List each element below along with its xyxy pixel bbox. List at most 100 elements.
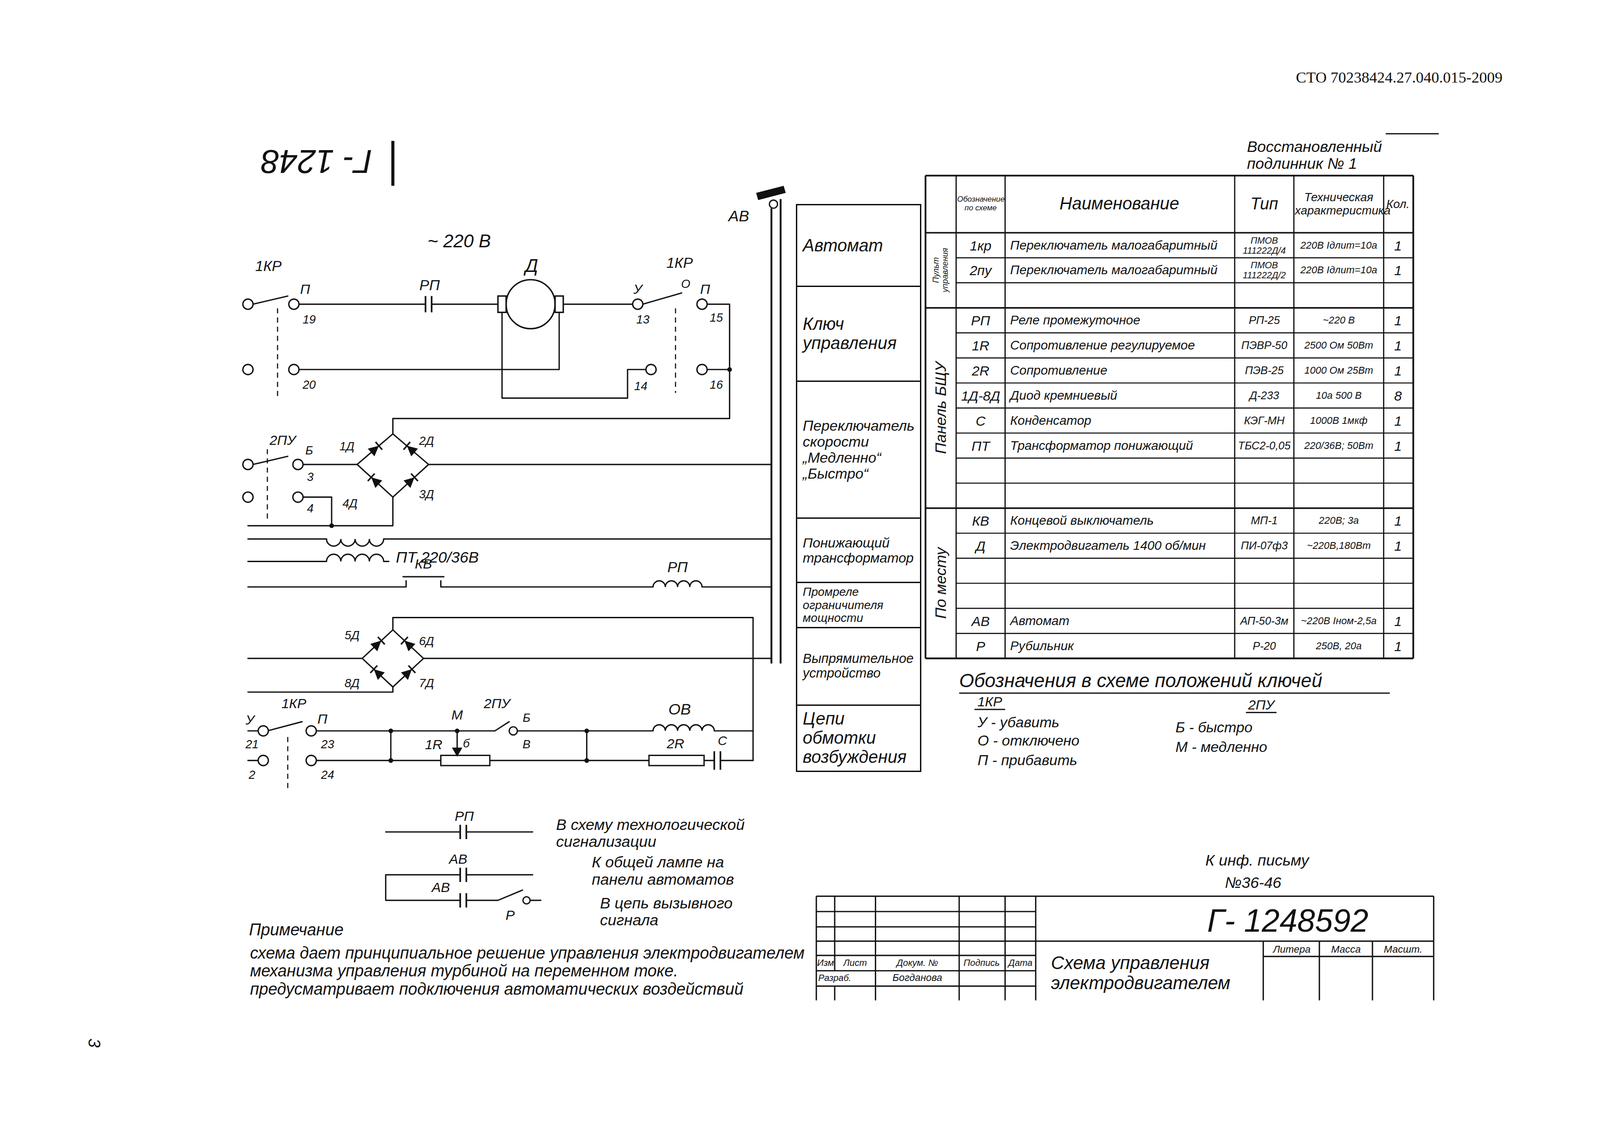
table-cell: РП-25 (1235, 314, 1293, 327)
wire (248, 456, 772, 526)
key-heading: Обозначения в схеме положений ключей (959, 670, 1323, 691)
diode-symbol (408, 665, 416, 673)
diode-bridge (357, 433, 429, 498)
table-rule (955, 582, 1413, 584)
terminal (242, 299, 253, 310)
cell-text: Выпрямительное устройство (802, 651, 915, 681)
description-cell: Промреле ограничителя мощности (795, 581, 922, 628)
table-cell: 250В, 20а (1294, 639, 1383, 651)
wire (248, 538, 772, 562)
coil-symbol (326, 554, 384, 562)
table-cell: 1кр (969, 237, 992, 253)
switch-name: Р (505, 906, 515, 922)
drawing-number: Г- 1248592 (1207, 902, 1369, 938)
key-name: 2ПУ (1247, 696, 1275, 712)
table-header: Кол. (1386, 197, 1410, 211)
table-cell: ТБС2-0,05 (1235, 439, 1293, 452)
table-cell: Сопротивление регулируемое (1010, 338, 1195, 353)
capacitor-name: С (717, 733, 728, 749)
table-rule (1382, 175, 1385, 659)
table-cell: Конденсатор (1010, 413, 1092, 428)
key-item: М - медленно (1175, 738, 1268, 755)
table-cell: АВ (971, 612, 990, 629)
resistor-symbol (452, 748, 462, 756)
wire (253, 292, 730, 434)
schematic (242, 133, 1439, 1000)
motor-symbol (498, 296, 507, 313)
page-number: 3 (84, 1038, 104, 1048)
motor-name: Д (525, 255, 539, 276)
coil-symbol (653, 580, 702, 587)
wire (385, 831, 541, 900)
table-rule (955, 482, 1413, 484)
table-rule (955, 175, 957, 659)
table-cell: Автомат (1010, 613, 1070, 628)
contact-name: РП (454, 807, 474, 823)
title-block-cell: Литера (1272, 943, 1311, 955)
contact-position: В (522, 737, 531, 751)
wire (248, 292, 772, 900)
title-block-cell: Подпись (963, 957, 1000, 968)
description-cell: Понижающий трансформатор (795, 517, 922, 583)
table-cell: ПМОВ 111222Д/4 (1235, 235, 1293, 256)
contact-position: М (451, 706, 463, 723)
table-rule (955, 282, 1413, 284)
contact-name: АВ (449, 850, 468, 866)
terminal-number: 15 (709, 310, 723, 324)
terminal (509, 726, 518, 735)
terminal (696, 299, 707, 310)
table-rule (955, 607, 1413, 609)
diode-symbol (410, 473, 418, 482)
diode-symbol (371, 477, 383, 488)
table-rule (925, 231, 1413, 234)
diode-symbol (400, 669, 412, 680)
table-cell: Д (975, 538, 986, 554)
diode-name: 8Д (344, 675, 360, 690)
note-heading: Примечание (249, 920, 344, 939)
signal-note: В цепь вызывного сигнала (600, 893, 774, 929)
title-block-rule (816, 895, 1434, 1000)
cell-text: Цепи обмотки возбуждения (802, 709, 915, 767)
slider-mark: б (462, 736, 470, 750)
table-cell: Реле промежуточное (1010, 313, 1141, 328)
terminal (288, 364, 299, 375)
title-block-cell: Богданова (892, 971, 943, 983)
reference-note: К инф. письму (1205, 851, 1310, 869)
terminal-number: 23 (321, 737, 335, 751)
table-cell: 220В Iдлит=10а (1294, 239, 1383, 251)
note-text: схема дает принципиальное решение управл… (249, 943, 810, 998)
table-cell: ПЭВР-50 (1235, 339, 1293, 352)
table-cell: Сопротивление (1010, 363, 1108, 378)
table-cell: 1 (1394, 412, 1403, 428)
diode-name: 1Д (339, 439, 355, 453)
table-cell: 1 (1394, 312, 1403, 328)
diode-symbol (370, 640, 382, 651)
terminal (306, 725, 317, 736)
terminal (769, 200, 778, 209)
junction-dot (388, 758, 394, 763)
table-header: Тип (1250, 195, 1279, 214)
cell-text: Ключ управления (802, 314, 915, 354)
document-code: СТО 70238424.27.040.015-2009 (1295, 68, 1503, 86)
diode-symbol (374, 669, 385, 680)
contact-position: П (700, 281, 711, 297)
contact-position: Б (305, 443, 313, 457)
terminal (258, 725, 269, 736)
table-cell: Рубильник (1010, 638, 1074, 653)
diode-bridge (362, 629, 424, 687)
contact-position: У (633, 281, 643, 297)
switch-name: 2ПУ (483, 695, 511, 711)
contact-position: П (300, 281, 311, 297)
contact-position: О (680, 277, 691, 291)
terminal (242, 364, 253, 375)
frame-line (1385, 133, 1439, 135)
table-cell: Д-233 (1235, 389, 1293, 402)
terminal (632, 299, 643, 310)
table-cell: 220В Iдлит=10а (1294, 264, 1383, 276)
drawing-title: Схема управления электродвигателем (1050, 952, 1261, 993)
table-cell: ~220В,180Вт (1294, 540, 1383, 551)
description-cell: Автомат (795, 203, 922, 287)
table-rule (955, 357, 1413, 359)
title-block-cell: Масса (1330, 943, 1361, 955)
